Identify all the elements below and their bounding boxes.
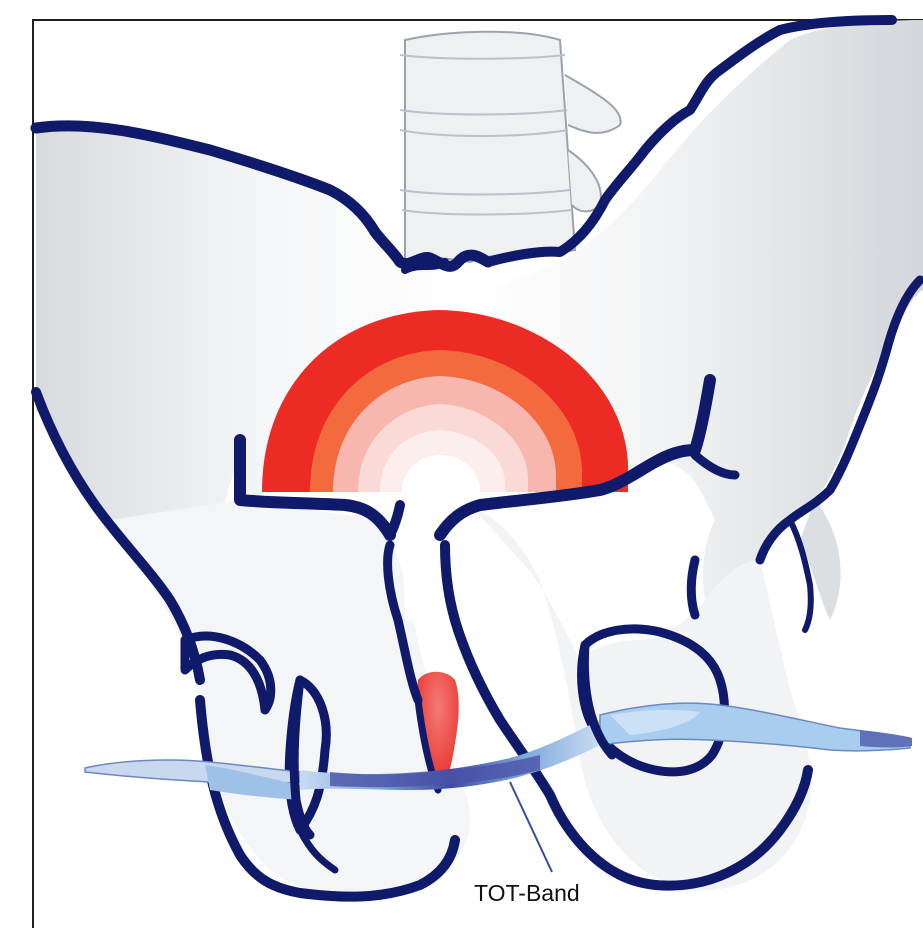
tot-band-label: TOT-Band (474, 880, 580, 907)
